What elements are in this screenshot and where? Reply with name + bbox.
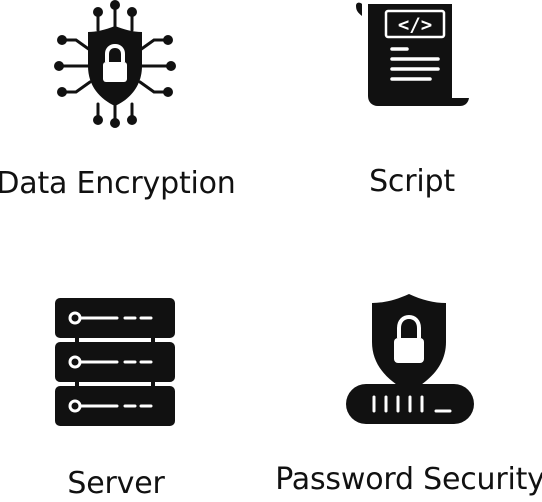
server-icon — [55, 298, 175, 426]
svg-text:</>: </> — [398, 14, 432, 36]
script-icon: </> — [356, 2, 469, 106]
tile-label: Password Security — [275, 462, 542, 497]
tile-label: Data Encryption — [0, 166, 236, 201]
tile-label: Script — [369, 164, 455, 199]
tile-label: Server — [67, 466, 165, 501]
data-encryption-icon — [54, 0, 176, 128]
password-security-icon — [346, 294, 474, 424]
